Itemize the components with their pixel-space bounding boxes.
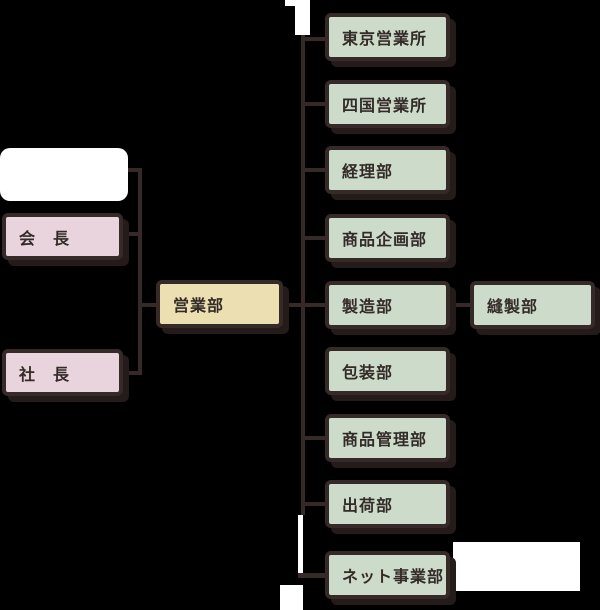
connector-stub-tokyo-office	[301, 37, 325, 41]
node-shipping-dept-label: 出荷部	[342, 498, 394, 515]
connector-left-trunk	[138, 168, 142, 375]
connector-stub-shikoku-office	[301, 102, 325, 106]
connector-stub-accounting	[301, 168, 325, 172]
connector-stub-shipping	[301, 502, 325, 506]
background-artifact-top-sliver	[295, 0, 310, 35]
node-accounting-dept: 経理部	[325, 146, 450, 194]
node-tokyo-office: 東京営業所	[325, 13, 450, 61]
node-product-planning-dept-label: 商品企画部	[342, 232, 428, 249]
node-shikoku-office-label: 四国営業所	[342, 98, 428, 115]
node-packaging-dept: 包装部	[325, 347, 450, 395]
connector-stub-product-planning	[301, 236, 325, 240]
connector-manufacturing-to-sewing	[450, 303, 470, 307]
node-blank	[0, 148, 128, 201]
node-product-control-dept-label: 商品管理部	[342, 432, 428, 449]
node-sales-division: 営業部	[156, 280, 283, 328]
background-artifact-bottom-right	[453, 542, 580, 591]
node-sewing-dept: 縫製部	[470, 281, 595, 329]
node-accounting-dept-label: 経理部	[342, 164, 394, 181]
connector-chairman-stub	[121, 232, 142, 236]
connector-stub-net-business	[298, 573, 325, 578]
connector-blank-box-stub	[128, 168, 142, 172]
node-president: 社 長	[2, 349, 123, 396]
node-shikoku-office: 四国営業所	[325, 80, 450, 128]
node-tokyo-office-label: 東京営業所	[342, 31, 428, 48]
background-artifact-spine-segment	[298, 515, 303, 574]
connector-president-stub	[121, 371, 142, 375]
node-president-label: 社 長	[19, 366, 71, 384]
node-shipping-dept: 出荷部	[325, 480, 450, 528]
node-product-planning-dept: 商品企画部	[325, 214, 450, 262]
node-chairman-label: 会 長	[19, 230, 71, 248]
connector-stub-product-control	[301, 436, 325, 440]
node-manufacturing-dept: 製造部	[325, 281, 450, 329]
node-sewing-dept-label: 縫製部	[487, 299, 539, 316]
node-sales-division-label: 営業部	[173, 298, 225, 315]
node-net-business-dept-label: ネット事業部	[342, 569, 445, 586]
node-product-control-dept: 商品管理部	[325, 414, 450, 462]
node-net-business-dept: ネット事業部	[325, 551, 450, 599]
connector-right-spine	[301, 35, 305, 515]
connector-trunk-to-sales-division	[142, 303, 156, 307]
node-chairman: 会 長	[2, 213, 123, 260]
node-packaging-dept-label: 包装部	[342, 365, 394, 382]
background-artifact-bottom-left	[280, 585, 303, 610]
node-manufacturing-dept-label: 製造部	[342, 299, 394, 316]
